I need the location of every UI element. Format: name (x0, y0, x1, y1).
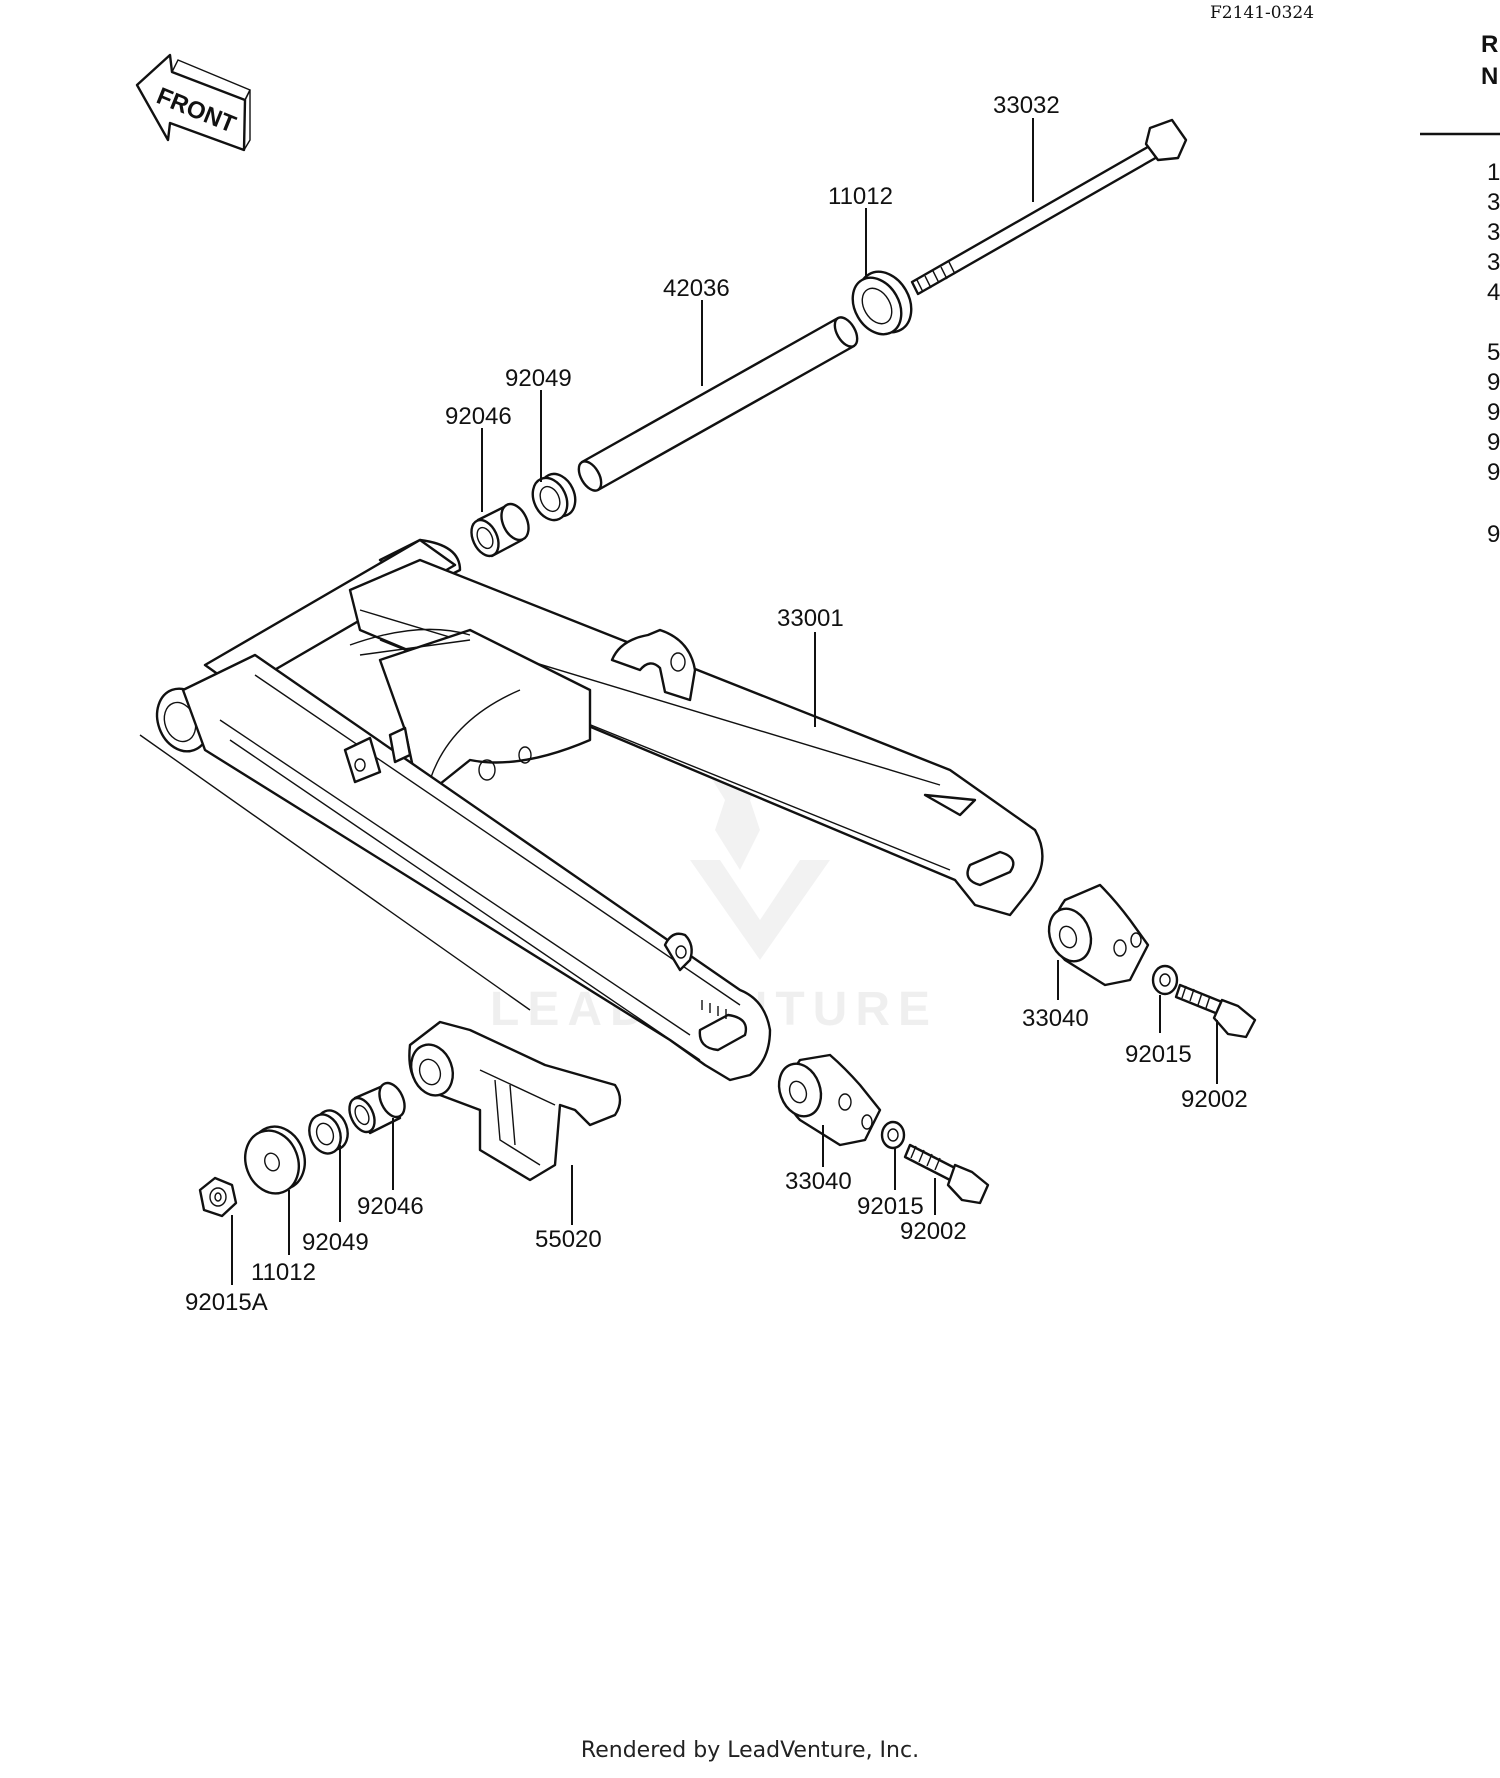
callout-92015-right: 92015 (1125, 1041, 1192, 1068)
leader-lines (231, 118, 1218, 1285)
callout-92046-bottom: 92046 (357, 1193, 424, 1220)
drawing-code: F2141-0324 (1210, 3, 1314, 23)
cap-92049-bottom (308, 1109, 349, 1155)
cap-92049-top (531, 472, 577, 522)
callout-33032: 33032 (993, 92, 1060, 119)
ref-digit: 1 (1487, 159, 1500, 186)
assembly-guide-line (139, 734, 531, 1011)
callout-92015A: 92015A (185, 1289, 268, 1316)
callout-92015-mid: 92015 (857, 1193, 924, 1220)
ref-digit: 9 (1487, 369, 1500, 396)
ref-digit: 5 (1487, 339, 1500, 366)
callout-11012-bottom: 11012 (251, 1259, 316, 1286)
callout-92002-mid: 92002 (900, 1218, 967, 1245)
callout-33040-right: 33040 (1022, 1005, 1089, 1032)
callout-33001: 33001 (777, 605, 844, 632)
seal-11012-bottom (244, 1125, 306, 1195)
callout-55020: 55020 (535, 1226, 602, 1253)
link-33040-right (1047, 883, 1150, 987)
callout-92049-bottom: 92049 (302, 1229, 369, 1256)
nut-92015-mid (880, 1120, 906, 1150)
callout-11012-top: 11012 (828, 183, 893, 210)
footer-credit: Rendered by LeadVenture, Inc. (580, 1738, 920, 1763)
ref-digit: 9 (1487, 459, 1500, 486)
ref-header-line2: N (1481, 63, 1498, 90)
link-33040-mid (777, 1053, 882, 1147)
swing-arm-33001 (155, 538, 1044, 1082)
bearing-92046-top (470, 502, 530, 558)
pivot-shaft-33032 (910, 118, 1188, 296)
ref-digit: 3 (1487, 189, 1500, 216)
ref-digit: 9 (1487, 399, 1500, 426)
callout-92002-right: 92002 (1181, 1086, 1248, 1113)
callout-92046-top: 92046 (445, 403, 512, 430)
callout-92049-top: 92049 (505, 365, 572, 392)
ref-digit: 4 (1487, 279, 1500, 306)
sleeve-42036 (577, 316, 859, 492)
bearing-92046-bottom (348, 1081, 406, 1135)
seal-11012-top (851, 270, 913, 336)
bolt-92002-right (1174, 983, 1257, 1039)
nut-92015-right (1151, 964, 1179, 996)
callout-33040-mid: 33040 (785, 1168, 852, 1195)
ref-digit: 9 (1487, 521, 1500, 548)
chain-guide-55020 (408, 1020, 622, 1182)
ref-digit: 9 (1487, 429, 1500, 456)
ref-header-line1: R (1481, 31, 1498, 58)
nut-92015A (198, 1176, 238, 1218)
bolt-92002-mid (903, 1143, 990, 1205)
ref-digit: 3 (1487, 219, 1500, 246)
ref-number-column: R N 1 3 3 3 4 5 9 9 9 9 9 (1420, 31, 1500, 548)
front-arrow-icon: FRONT (135, 53, 251, 152)
ref-digit: 3 (1487, 249, 1500, 276)
callout-42036: 42036 (663, 275, 730, 302)
